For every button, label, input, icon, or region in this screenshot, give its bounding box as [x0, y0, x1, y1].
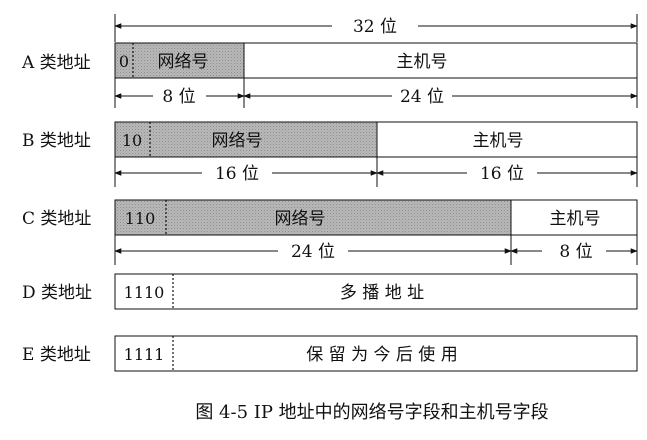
class-e-body-label: 保 留 为 今 后 使 用: [306, 344, 457, 365]
class-c-prefix: 110: [125, 209, 156, 228]
class-e-label: E 类地址: [22, 345, 91, 365]
class-d-prefix: 1110: [124, 283, 165, 302]
top-width-label: 32 位: [353, 17, 397, 37]
class-a-net-bits: 8 位: [162, 87, 195, 107]
class-a-row: A 类地址 0 网络号 主机号 8 位 24 位: [21, 42, 638, 108]
class-c-host-label: 主机号: [550, 209, 601, 229]
class-d-row: D 类地址 1110 多 播 地 址: [22, 273, 638, 310]
class-c-row: C 类地址 110 网络号 主机号 24 位 8 位: [22, 199, 638, 265]
class-b-row: B 类地址 10 网络号 主机号 16 位 16 位: [22, 121, 638, 187]
class-a-prefix: 0: [119, 52, 129, 71]
figure-caption: 图 4-5 IP 地址中的网络号字段和主机号字段: [195, 402, 548, 423]
class-a-host-field: [243, 42, 638, 79]
class-c-host-bits: 8 位: [559, 242, 592, 262]
class-c-label: C 类地址: [22, 209, 91, 229]
class-b-net-bits: 16 位: [215, 164, 259, 184]
class-e-prefix: 1111: [124, 345, 165, 364]
class-b-host-label: 主机号: [473, 131, 524, 151]
class-a-label: A 类地址: [21, 53, 91, 73]
class-b-network-field: [114, 121, 378, 158]
class-b-label: B 类地址: [22, 131, 91, 151]
class-e-row: E 类地址 1111 保 留 为 今 后 使 用: [22, 335, 638, 372]
class-a-network-field: [114, 42, 245, 79]
class-b-host-bits: 16 位: [480, 164, 524, 184]
class-b-prefix: 10: [122, 131, 142, 150]
class-d-label: D 类地址: [22, 283, 92, 303]
class-d-field: [114, 273, 638, 310]
class-b-host-field: [376, 121, 638, 158]
class-a-network-label: 网络号: [158, 52, 209, 72]
class-c-network-label: 网络号: [275, 209, 326, 229]
top-dimension: 32 位: [114, 14, 638, 42]
class-e-field: [114, 335, 638, 372]
class-c-host-field: [510, 199, 638, 236]
class-c-net-bits: 24 位: [291, 242, 335, 262]
class-d-body-label: 多 播 地 址: [340, 283, 424, 303]
class-a-host-label: 主机号: [397, 52, 448, 72]
class-b-network-label: 网络号: [212, 131, 263, 151]
class-a-host-bits: 24 位: [400, 87, 444, 107]
